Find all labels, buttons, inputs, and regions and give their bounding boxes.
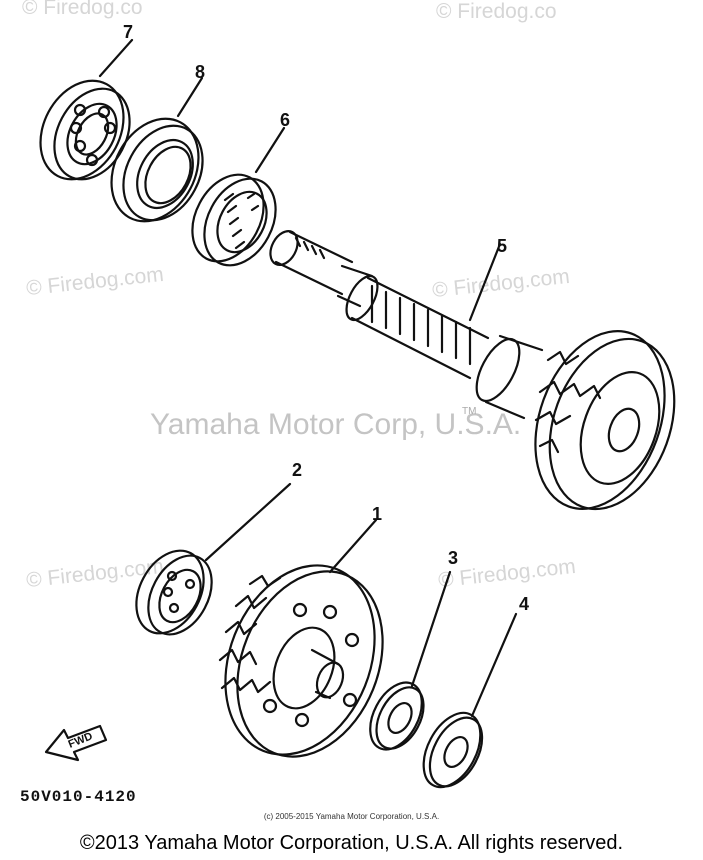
small-copyright: (c) 2005-2015 Yamaha Motor Corporation, … (263, 812, 440, 821)
callout-5: 5 (497, 236, 508, 256)
part-2-ball-bearing (135, 482, 292, 636)
part-4-washer (422, 612, 518, 789)
callout-7: 7 (123, 22, 134, 42)
part-8-oil-seal (110, 76, 204, 223)
callout-8: 8 (195, 62, 206, 82)
watermark-top-left: © Firedog.co (22, 0, 143, 19)
callout-2: 2 (292, 460, 303, 480)
callout-4: 4 (519, 594, 530, 614)
callout-1: 1 (372, 504, 383, 524)
watermark-top-right: © Firedog.co (436, 0, 557, 23)
part-6-roller-bearing (191, 126, 286, 267)
footer-copyright: ©2013 Yamaha Motor Corporation, U.S.A. A… (79, 832, 624, 854)
callout-6: 6 (280, 110, 291, 130)
callout-3: 3 (448, 548, 459, 568)
fwd-label: FWD (67, 730, 95, 751)
diagram-code: 50V010-4120 (20, 788, 137, 806)
fwd-arrow-icon (44, 724, 108, 762)
part-5-shaft-gear (269, 230, 676, 511)
part-3-washer (369, 570, 452, 751)
watermark-tm: TM (462, 406, 477, 417)
part-7-ball-bearing (39, 38, 134, 181)
part-1-gear-assembly (218, 518, 384, 758)
watermark-center: Yamaha Motor Corp, U.S.A. (150, 408, 522, 441)
